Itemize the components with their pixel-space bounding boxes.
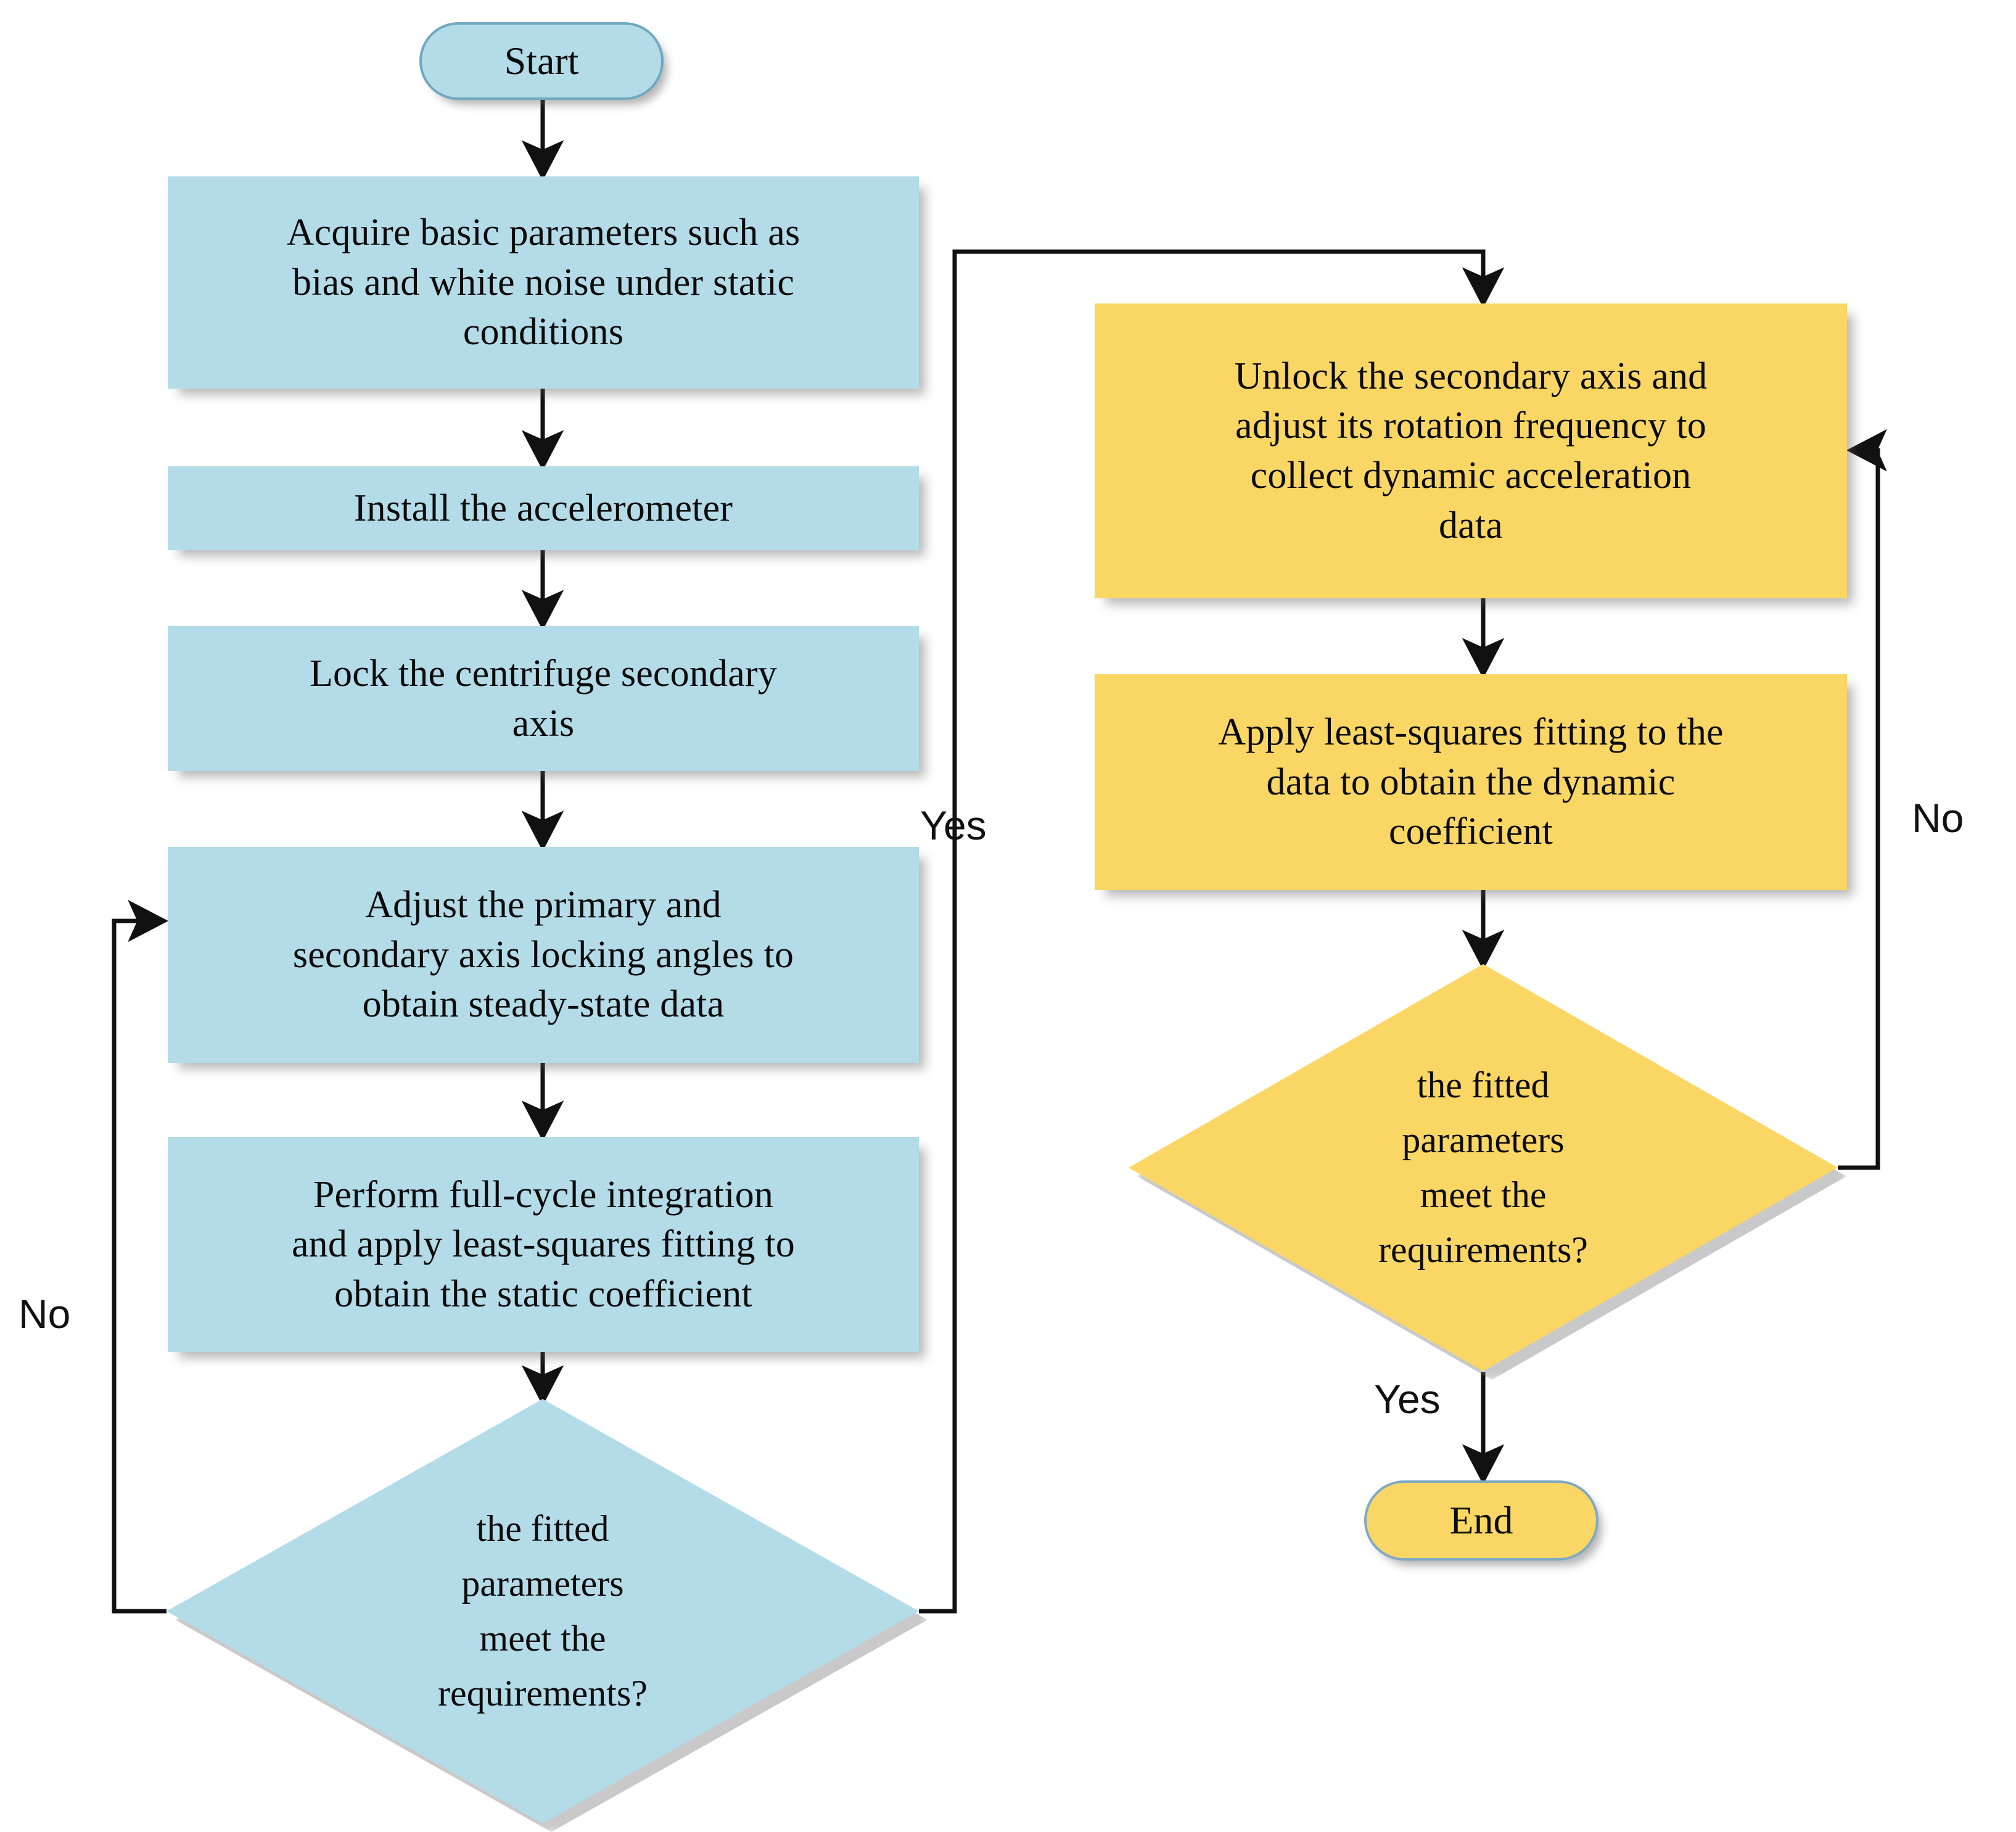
node-unlock-secondary-axis[interactable]: Unlock the secondary axis and adjust its… xyxy=(1095,303,1847,598)
node-static-decision[interactable]: the fitted parameters meet the requireme… xyxy=(167,1399,928,1832)
node-dynamic-decision-label: the fitted parameters meet the requireme… xyxy=(1378,1065,1588,1270)
edge-static-no-loop xyxy=(112,899,169,1614)
node-acquire-basic-parameters[interactable]: Acquire basic parameters such as bias an… xyxy=(168,176,919,389)
node-end[interactable]: End xyxy=(1364,1480,1598,1561)
edge-label-static-yes: Yes xyxy=(920,803,987,848)
node-static-decision-label: the fitted parameters meet the requireme… xyxy=(438,1508,648,1714)
node-lock-secondary-axis-label: Lock the centrifuge secondary axis xyxy=(309,652,778,745)
node-acquire-basic-parameters-label: Acquire basic parameters such as bias an… xyxy=(286,212,800,353)
edge-label-dynamic-no: No xyxy=(1912,795,1964,841)
node-dynamic-coefficient-fitting-label: Apply least-squares fitting to the data … xyxy=(1218,711,1724,853)
node-install-accelerometer-label: Install the accelerometer xyxy=(353,487,733,529)
node-start[interactable]: Start xyxy=(419,22,664,100)
edge-label-static-no: No xyxy=(19,1291,71,1337)
node-lock-secondary-axis[interactable]: Lock the centrifuge secondary axis xyxy=(168,626,919,771)
node-dynamic-coefficient-fitting[interactable]: Apply least-squares fitting to the data … xyxy=(1095,674,1847,890)
node-end-label: End xyxy=(1449,1498,1513,1543)
node-static-coefficient-fitting-label: Perform full-cycle integration and apply… xyxy=(291,1173,796,1315)
edge-label-dynamic-yes: Yes xyxy=(1374,1376,1441,1422)
node-adjust-locking-angles[interactable]: Adjust the primary and secondary axis lo… xyxy=(168,847,919,1063)
node-start-label: Start xyxy=(504,39,579,83)
node-static-coefficient-fitting[interactable]: Perform full-cycle integration and apply… xyxy=(168,1137,919,1352)
node-adjust-locking-angles-label: Adjust the primary and secondary axis lo… xyxy=(292,884,794,1026)
node-unlock-secondary-axis-label: Unlock the secondary axis and adjust its… xyxy=(1234,355,1708,547)
node-install-accelerometer[interactable]: Install the accelerometer xyxy=(168,466,919,550)
node-dynamic-decision[interactable]: the fitted parameters meet the requireme… xyxy=(1129,964,1846,1380)
